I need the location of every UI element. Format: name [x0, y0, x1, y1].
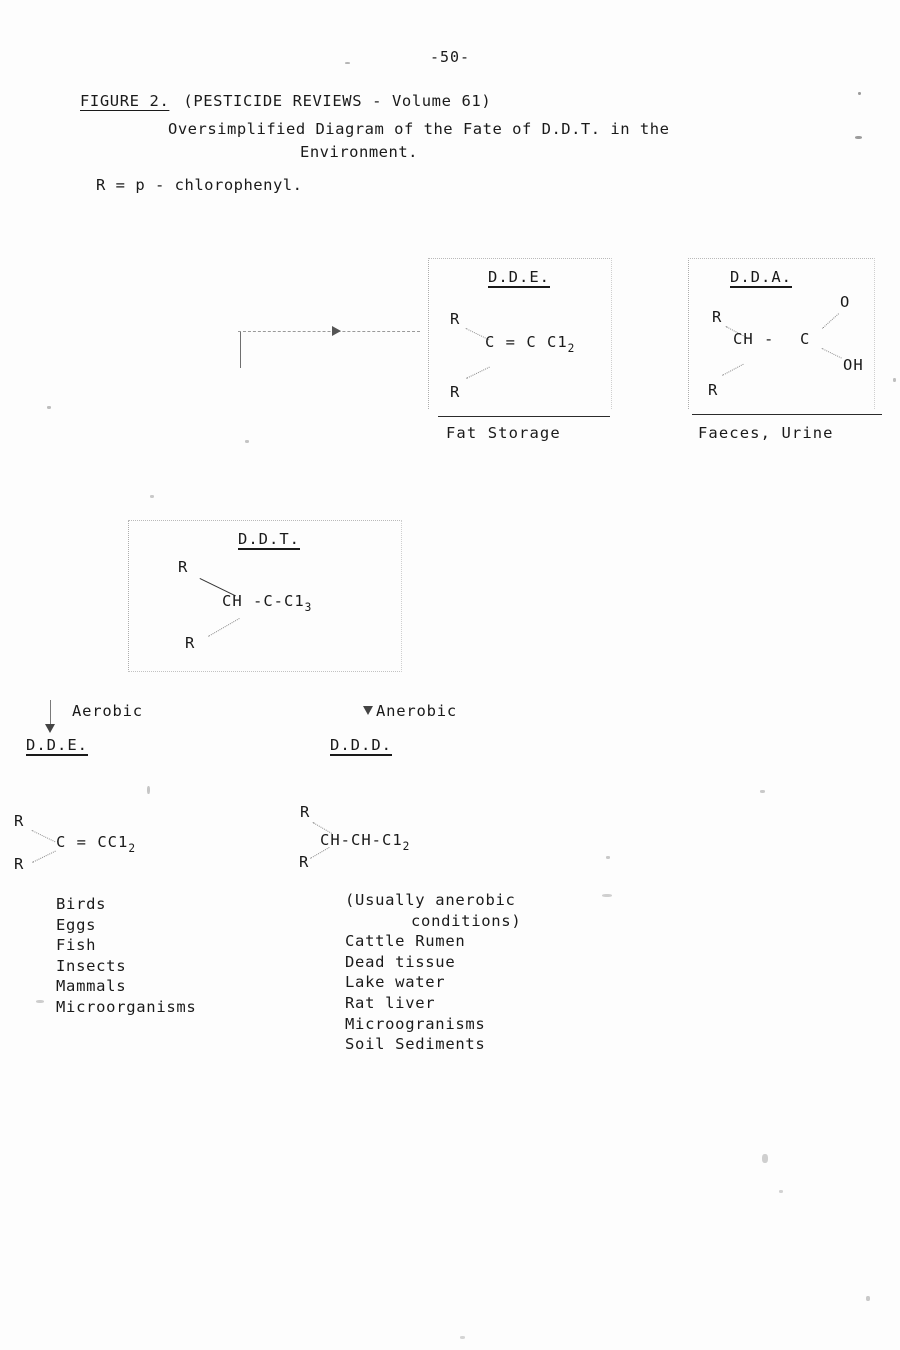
ddd-formula-sub: 2: [402, 840, 411, 854]
dde-fat-formula-main: C = C C1: [485, 333, 568, 351]
list-item: Eggs: [56, 915, 97, 934]
branch-compound-ddd: D.D.D.: [330, 736, 392, 754]
arrowhead-aerobic: [45, 724, 55, 733]
branch-label-aerobic: Aerobic: [72, 702, 143, 720]
arrow-riser-from-ddt: [240, 332, 241, 368]
scan-artifact: [762, 1154, 768, 1163]
r-group-definition: R = p - chlorophenyl.: [96, 176, 303, 194]
dde-aerobic-formula: C = CC12: [56, 833, 136, 855]
dda-hydroxyl: OH: [843, 356, 864, 374]
list-item: Lake water: [345, 973, 446, 992]
scan-artifact: [36, 1000, 44, 1003]
dde-aerobic-r-bottom: R: [14, 855, 25, 873]
scan-artifact: [245, 440, 249, 443]
dda-excretion-label: Faeces, Urine: [698, 424, 834, 442]
scan-artifact: [602, 894, 612, 897]
scan-artifact: [855, 136, 862, 139]
anerobic-condition-note-line-1: (Usually anerobic: [345, 891, 516, 909]
dde-fat-r-bottom: R: [450, 383, 461, 401]
scan-artifact: [345, 62, 350, 64]
ddd-r-bottom: R: [299, 853, 310, 871]
list-item: Mammals: [56, 977, 127, 996]
dde-fat-storage-box: [428, 258, 612, 409]
dde-fat-rule: [438, 416, 610, 417]
arrowhead-anerobic: [363, 706, 373, 715]
dda-box: [688, 258, 875, 409]
list-item: Soil Sediments: [345, 1035, 486, 1054]
scan-artifact: [460, 1336, 465, 1339]
ddt-formula-sub: 3: [304, 601, 313, 615]
ddd-formula-main: CH-CH-C1: [320, 831, 403, 849]
dda-r-bottom: R: [708, 381, 719, 399]
dda-title: D.D.A.: [730, 268, 792, 286]
scan-artifact: [779, 1190, 783, 1193]
arrow-aerobic-riser: [50, 700, 51, 728]
anerobic-condition-note-line-2: conditions): [411, 911, 522, 930]
ddt-formula-main: CH -C-C1: [222, 592, 305, 610]
dde-fat-storage-label: Fat Storage: [446, 424, 561, 442]
dde-aerobic-r-top: R: [14, 812, 25, 830]
dde-fat-title: D.D.E.: [488, 268, 550, 286]
dda-formula-ch: CH -: [733, 330, 775, 348]
dde-aerobic-bond-top: [31, 830, 56, 843]
list-item: Cattle Rumen: [345, 932, 466, 951]
list-item: Birds: [56, 895, 107, 913]
dda-r-top: R: [712, 308, 723, 326]
anerobic-source-list: (Usually anerobic conditions) Cattle Rum…: [345, 890, 521, 1055]
dde-fat-r-top: R: [450, 310, 461, 328]
ddd-r-top: R: [300, 803, 311, 821]
ddt-r-bottom: R: [185, 634, 196, 652]
arrow-to-fat-storage: [238, 331, 420, 332]
list-item: Insects: [56, 956, 127, 975]
dde-fat-formula-sub: 2: [567, 342, 576, 356]
dde-aerobic-bond-bottom: [32, 850, 56, 863]
list-item: Dead tissue: [345, 952, 456, 971]
ddt-box: [128, 520, 402, 672]
ddt-r-top: R: [178, 558, 189, 576]
list-item: Fish: [56, 936, 97, 955]
list-item: Microogranisms: [345, 1014, 486, 1033]
figure-caption-line-2: Environment.: [300, 143, 418, 161]
scan-artifact: [147, 786, 150, 794]
figure-heading: FIGURE 2. (PESTICIDE REVIEWS - Volume 61): [80, 92, 491, 110]
ddt-title: D.D.T.: [238, 530, 300, 548]
page-number: -50-: [429, 48, 471, 66]
ddd-formula: CH-CH-C12: [320, 831, 410, 853]
list-item: Rat liver: [345, 994, 436, 1013]
dde-aerobic-formula-sub: 2: [128, 842, 137, 856]
scan-artifact: [858, 92, 861, 95]
ddt-formula: CH -C-C13: [222, 592, 312, 614]
figure-caption-line-1: Oversimplified Diagram of the Fate of D.…: [168, 120, 670, 138]
scan-artifact: [893, 378, 896, 382]
dda-carbonyl-oxygen: O: [840, 293, 851, 311]
dda-rule: [692, 414, 882, 415]
figure-label: FIGURE 2.: [80, 92, 170, 110]
dde-fat-formula: C = C C12: [485, 333, 575, 355]
scan-artifact: [760, 790, 765, 793]
arrowhead-to-fat-storage: [332, 326, 341, 336]
aerobic-organism-list: Birds Eggs Fish Insects Mammals Microorg…: [56, 894, 196, 1018]
scan-artifact: [606, 856, 610, 859]
list-item: Microorganisms: [56, 998, 197, 1017]
branch-label-anerobic: Anerobic: [376, 702, 458, 720]
scan-artifact: [866, 1296, 870, 1301]
scan-artifact: [47, 406, 51, 409]
branch-compound-dde: D.D.E.: [26, 736, 88, 754]
figure-source: (PESTICIDE REVIEWS - Volume 61): [183, 92, 492, 110]
dda-formula-c: C: [800, 330, 811, 348]
dde-aerobic-formula-main: C = CC1: [56, 833, 129, 851]
scan-artifact: [150, 495, 154, 498]
